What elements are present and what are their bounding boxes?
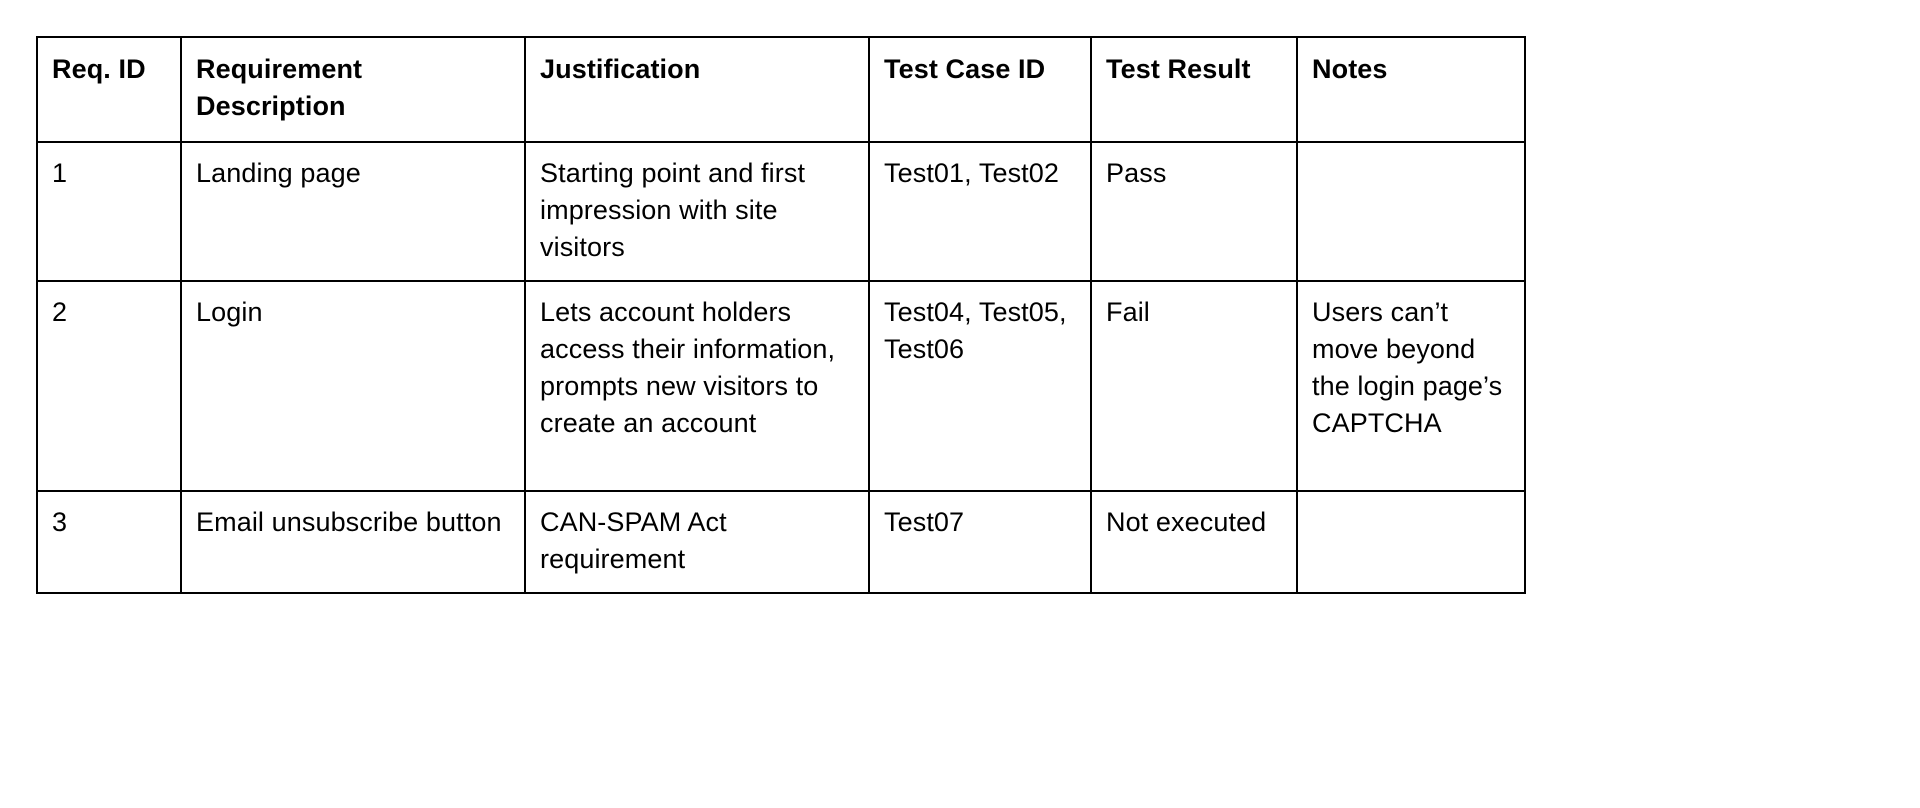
cell-test-case-id: Test04, Test05, Test06: [868, 279, 1092, 492]
cell-requirement-description: Email unsubscribe button: [180, 489, 526, 594]
cell-notes-value: [1312, 155, 1510, 156]
requirements-table-container: Req. ID Requirement Description Justific…: [36, 36, 1526, 594]
column-header-test-result: Test Result: [1090, 36, 1298, 143]
column-header-req-id: Req. ID: [36, 36, 182, 143]
cell-requirement-description: Login: [180, 279, 526, 492]
cell-notes: [1296, 141, 1526, 282]
cell-justification-value: Starting point and first impression with…: [540, 158, 806, 262]
cell-test-result: Pass: [1090, 141, 1298, 282]
cell-req-id: 2: [36, 279, 182, 492]
column-header-notes-label: Notes: [1312, 54, 1388, 84]
table-row: 1 Landing page Starting point and first …: [36, 141, 1526, 282]
cell-notes-value: Users can’t move beyond the login page’s…: [1312, 296, 1503, 438]
cell-justification: Starting point and first impression with…: [524, 141, 870, 282]
cell-requirement-description-value: Login: [196, 296, 263, 327]
cell-test-result: Not executed: [1090, 489, 1298, 594]
cell-test-case-id-value: Test01, Test02: [884, 158, 1060, 188]
requirements-traceability-table: Req. ID Requirement Description Justific…: [36, 36, 1526, 594]
cell-notes: [1296, 489, 1526, 594]
cell-test-result-value: Pass: [1106, 158, 1167, 188]
table-header-row: Req. ID Requirement Description Justific…: [36, 36, 1526, 143]
cell-req-id: 1: [36, 141, 182, 282]
cell-requirement-description: Landing page: [180, 141, 526, 282]
column-header-justification: Justification: [524, 36, 870, 143]
cell-test-result-value: Not executed: [1106, 506, 1267, 537]
cell-justification-value: CAN-SPAM Act requirement: [540, 506, 727, 574]
cell-req-id-value: 2: [52, 296, 68, 327]
cell-justification: Lets account holders access their inform…: [524, 279, 870, 492]
column-header-req-id-label: Req. ID: [52, 54, 146, 84]
table-row: 2 Login Lets account holders access thei…: [36, 279, 1526, 492]
table-row: 3 Email unsubscribe button CAN-SPAM Act …: [36, 489, 1526, 594]
cell-requirement-description-value: Email unsubscribe button: [196, 506, 502, 537]
cell-req-id: 3: [36, 489, 182, 594]
column-header-notes: Notes: [1296, 36, 1526, 143]
cell-justification: CAN-SPAM Act requirement: [524, 489, 870, 594]
column-header-test-case-id: Test Case ID: [868, 36, 1092, 143]
cell-test-case-id-value: Test07: [884, 506, 965, 537]
cell-test-case-id: Test07: [868, 489, 1092, 594]
cell-notes-value: [1312, 504, 1510, 505]
cell-test-result: Fail: [1090, 279, 1298, 492]
cell-requirement-description-value: Landing page: [196, 158, 361, 188]
cell-req-id-value: 3: [52, 506, 68, 537]
cell-justification-value: Lets account holders access their inform…: [540, 296, 836, 438]
cell-test-case-id: Test01, Test02: [868, 141, 1092, 282]
cell-notes: Users can’t move beyond the login page’s…: [1296, 279, 1526, 492]
column-header-requirement-description: Requirement Description: [180, 36, 526, 143]
cell-test-case-id-value: Test04, Test05, Test06: [884, 296, 1067, 364]
cell-req-id-value: 1: [52, 158, 68, 188]
column-header-test-case-id-label: Test Case ID: [884, 54, 1046, 84]
column-header-test-result-label: Test Result: [1106, 54, 1251, 84]
column-header-requirement-description-label: Requirement Description: [196, 54, 363, 121]
column-header-justification-label: Justification: [540, 54, 701, 84]
cell-test-result-value: Fail: [1106, 296, 1150, 327]
